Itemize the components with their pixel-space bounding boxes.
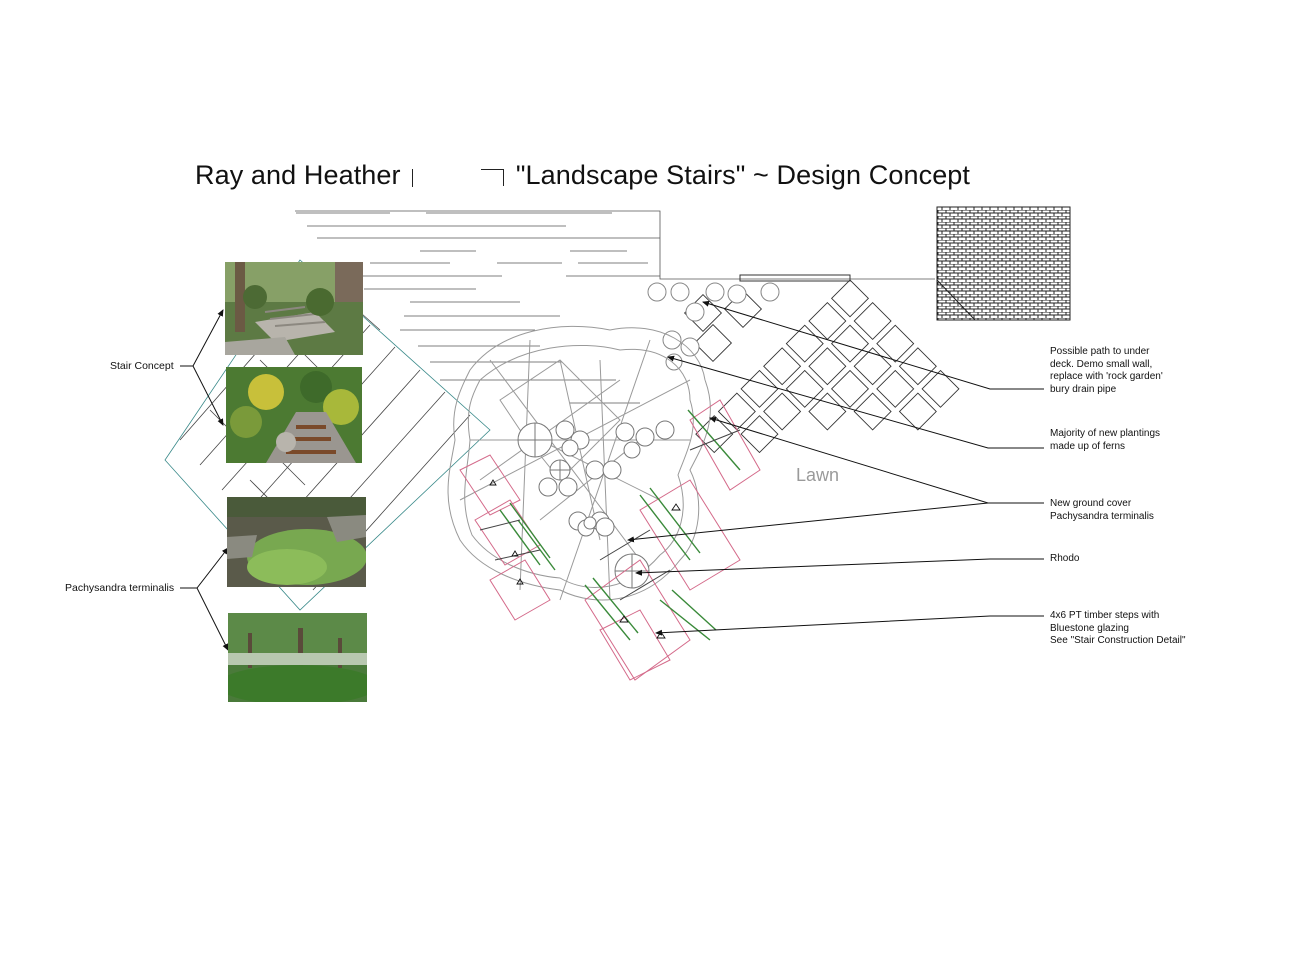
note-ferns: Majority of new plantings made up of fer…	[1050, 428, 1160, 453]
note-ground-cover: New ground cover Pachysandra terminalis	[1050, 498, 1154, 523]
note-line: 4x6 PT timber steps with	[1050, 610, 1160, 621]
pachysandra-photo-1	[227, 497, 366, 587]
note-line: made up of ferns	[1050, 440, 1126, 452]
note-line: bury drain pipe	[1050, 383, 1117, 395]
stair-concept-photo-2	[226, 367, 362, 463]
right-leaders	[627, 300, 1044, 636]
note-line: Possible path to under	[1050, 346, 1150, 357]
right-paver-grid	[683, 279, 960, 454]
note-possible-path: Possible path to under deck. Demo small …	[1050, 346, 1163, 396]
note-line: replace with 'rock garden'	[1050, 371, 1163, 382]
note-line: New ground cover	[1050, 498, 1132, 509]
timber-steps	[459, 399, 761, 681]
note-line: Pachysandra terminalis	[1050, 510, 1154, 522]
note-line: Bluestone glazing	[1050, 622, 1129, 634]
shrub-symbols	[647, 282, 780, 371]
brick-patio	[936, 206, 1071, 321]
redacted-name-mark	[408, 167, 508, 187]
note-line: See "Stair Construction Detail"	[1050, 635, 1186, 646]
note-line: deck. Demo small wall,	[1050, 358, 1153, 370]
title-suffix: "Landscape Stairs" ~ Design Concept	[515, 160, 971, 190]
lawn-label: Lawn	[796, 465, 840, 485]
pachysandra-label: Pachysandra terminalis	[65, 582, 175, 594]
fern-symbols	[517, 420, 675, 589]
note-line: Majority of new plantings	[1050, 428, 1161, 439]
deck-linework	[295, 210, 935, 404]
title-prefix: Ray and Heather	[195, 160, 401, 190]
note-rhodo: Rhodo	[1050, 553, 1080, 564]
pachysandra-photo-2	[228, 613, 367, 702]
stair-concept-label: Stair Concept	[110, 360, 174, 372]
deck-step	[739, 274, 851, 282]
page-title: Ray and Heather "Landscape Stairs" ~ Des…	[195, 160, 970, 191]
stair-concept-photo-1	[225, 262, 363, 355]
left-leaders	[180, 309, 229, 651]
note-timber-steps: 4x6 PT timber steps with Bluestone glazi…	[1050, 610, 1186, 648]
